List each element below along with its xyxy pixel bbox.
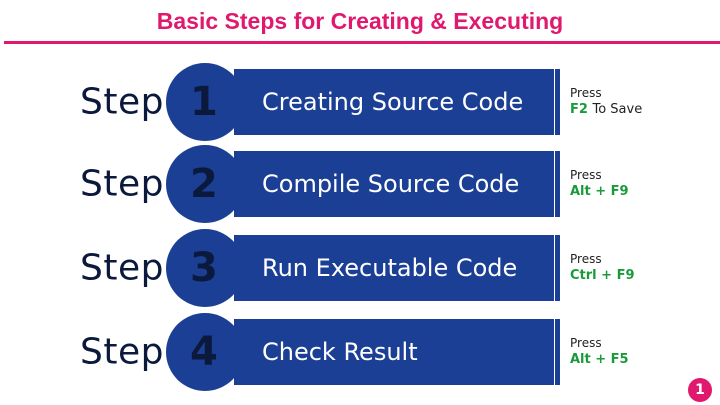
shortcut-keys: Alt + F5 [570, 352, 629, 367]
shortcut-hint: Press Alt + F5 [570, 335, 629, 369]
slide-title: Basic Steps for Creating & Executing [156, 8, 564, 34]
step-number: 3 [190, 245, 218, 291]
step-row-1: Creating Source Code Step 1 Press F2 To … [0, 63, 720, 141]
shortcut-hint: Press F2 To Save [570, 85, 642, 119]
press-label: Press [570, 86, 602, 100]
step-row-4: Check Result Step 4 Press Alt + F5 [0, 313, 720, 391]
bar-divider [555, 319, 560, 385]
step-action-bar: Run Executable Code [234, 235, 554, 301]
step-action-bar: Compile Source Code [234, 151, 554, 217]
step-number-circle [166, 229, 244, 307]
step-action-label: Run Executable Code [262, 254, 518, 282]
step-action-bar: Check Result [234, 319, 554, 385]
step-row-3: Run Executable Code Step 3 Press Ctrl + … [0, 229, 720, 307]
step-number: 4 [190, 329, 218, 375]
step-word: Step [80, 331, 164, 373]
press-label: Press [570, 252, 602, 266]
step-number-circle [166, 313, 244, 391]
shortcut-keys: Ctrl + F9 [570, 268, 635, 283]
press-label: Press [570, 336, 602, 350]
press-label: Press [570, 168, 602, 182]
shortcut-keys: F2 [570, 102, 588, 117]
step-number: 1 [190, 79, 218, 125]
bar-divider [555, 235, 560, 301]
step-action-label: Check Result [262, 338, 418, 366]
step-word: Step [80, 247, 164, 289]
page-number-badge: 1 [688, 378, 712, 402]
step-number-circle [166, 63, 244, 141]
step-number-circle [166, 145, 244, 223]
step-word: Step [80, 163, 164, 205]
shortcut-note: To Save [592, 102, 643, 117]
shortcut-hint: Press Alt + F9 [570, 167, 629, 201]
step-row-2: Compile Source Code Step 2 Press Alt + F… [0, 145, 720, 223]
title-underline [4, 41, 720, 44]
step-word: Step [80, 81, 164, 123]
step-number: 2 [190, 161, 218, 207]
step-action-label: Creating Source Code [262, 88, 524, 116]
shortcut-hint: Press Ctrl + F9 [570, 251, 635, 285]
step-action-bar: Creating Source Code [234, 69, 554, 135]
shortcut-keys: Alt + F9 [570, 184, 629, 199]
bar-divider [555, 151, 560, 217]
step-action-label: Compile Source Code [262, 170, 520, 198]
bar-divider [555, 69, 560, 135]
